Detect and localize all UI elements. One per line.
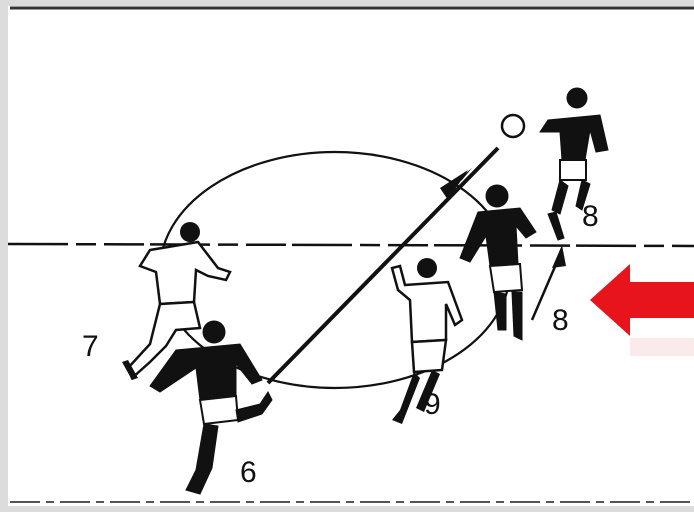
player-number-6: 6 [240, 456, 257, 489]
ball-icon [502, 115, 524, 137]
player-number-9: 9 [424, 388, 441, 421]
player-number-8-upper: 8 [582, 200, 599, 233]
paper-background [8, 6, 694, 506]
player-number-7: 7 [82, 330, 99, 363]
player-number-8-lower: 8 [552, 304, 569, 337]
